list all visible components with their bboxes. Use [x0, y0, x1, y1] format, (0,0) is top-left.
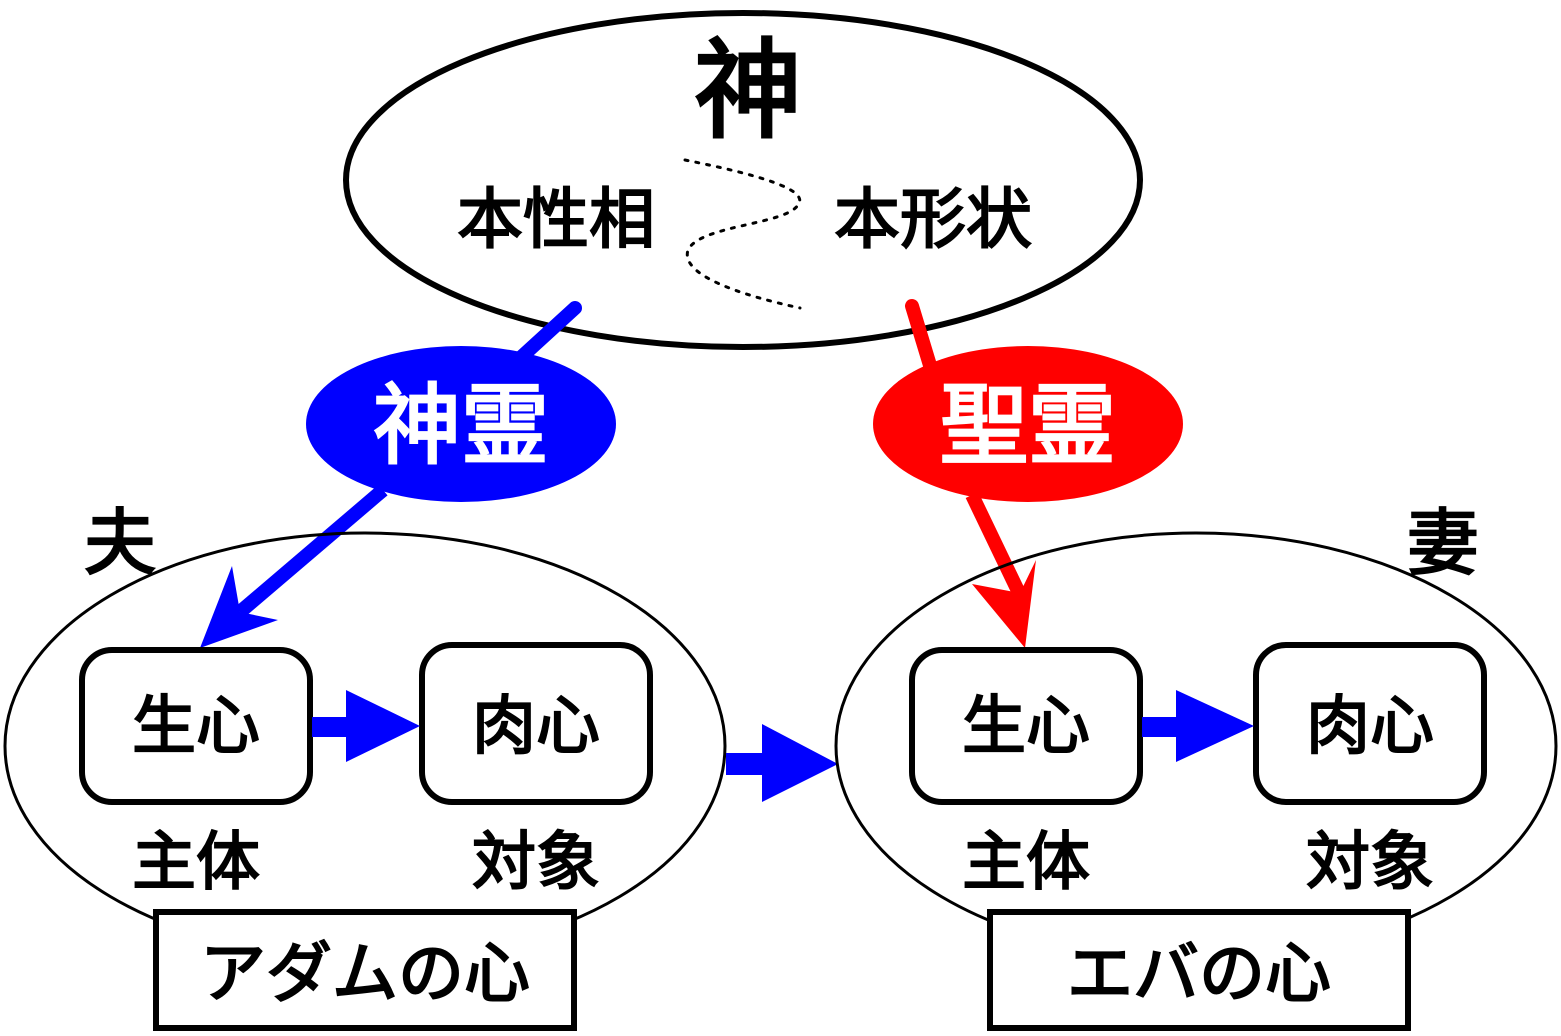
god-right-attribute: 本形状: [834, 181, 1033, 258]
holy-spirit-lower-line: [965, 491, 1027, 599]
wife-object-label: 対象: [1306, 826, 1434, 900]
divine-spirit-label: 神霊: [373, 374, 549, 477]
husband-subject-label: 主体: [132, 826, 260, 900]
divine-spirit-arrowhead: [200, 566, 278, 648]
god-ellipse: [343, 10, 1143, 350]
god-title: 神: [694, 29, 802, 154]
husband-object-label: 対象: [472, 826, 600, 900]
husband-inner-arrow-shaft: [312, 717, 348, 737]
wife-role-label: 妻: [1407, 501, 1479, 585]
husband-spirit-mind-box: [79, 647, 313, 805]
husband-physical-mind-label: 肉心: [472, 690, 600, 764]
wife-heart-box: [987, 909, 1411, 1031]
husband-spirit-mind-label: 生心: [132, 690, 260, 764]
wife-physical-mind-box: [1253, 642, 1487, 805]
husband-role-label: 夫: [84, 501, 157, 585]
wife-physical-mind-label: 肉心: [1306, 690, 1434, 764]
husband-heart-label: アダムの心: [200, 935, 530, 1012]
holy-spirit-oval: [873, 346, 1183, 502]
divine-spirit-lower-line: [235, 484, 388, 618]
god-dotted-wave: [683, 158, 802, 310]
holy-spirit-arrowhead: [972, 560, 1036, 648]
husband-physical-mind-box: [419, 642, 653, 805]
god-left-attribute: 本性相: [457, 181, 655, 258]
husband-inner-arrow-head: [346, 690, 420, 762]
holy-spirit-label: 聖霊: [940, 374, 1116, 477]
between-hearts-arrow-head: [762, 724, 838, 802]
wife-heart-label: エバの心: [1067, 935, 1331, 1012]
wife-subject-label: 主体: [962, 826, 1090, 900]
holy-spirit-upper-line: [905, 299, 939, 379]
wife-spirit-mind-label: 生心: [962, 690, 1090, 764]
divine-spirit-oval: [306, 346, 616, 502]
husband-heart-box: [153, 909, 577, 1031]
wife-spirit-mind-box: [909, 647, 1143, 805]
wife-inner-arrow-head: [1176, 690, 1254, 762]
between-hearts-arrow-shaft: [726, 753, 766, 775]
wife-inner-arrow-shaft: [1142, 717, 1178, 737]
